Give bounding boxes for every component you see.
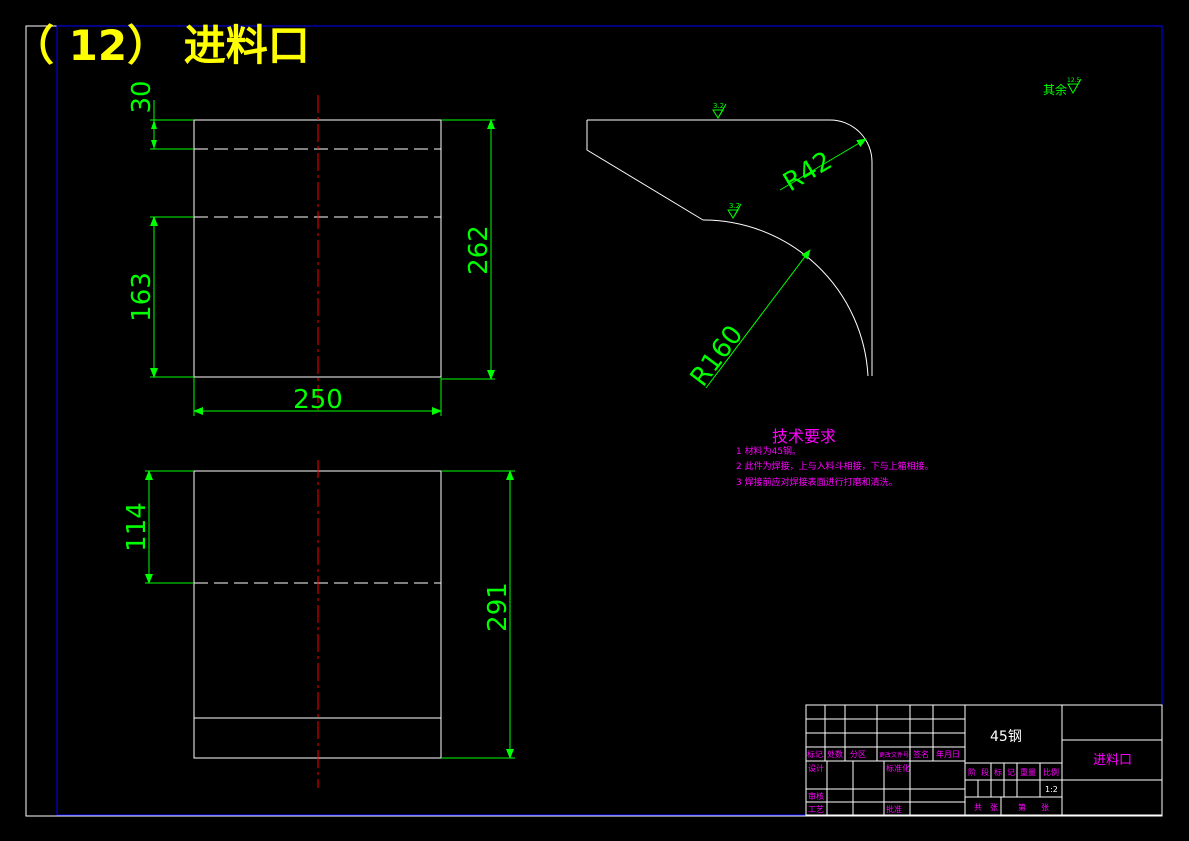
dim-text-114: 114 <box>122 502 152 552</box>
profile-large-arc <box>702 219 869 377</box>
dim-text-163: 163 <box>127 272 157 322</box>
dim-text-30: 30 <box>127 80 157 113</box>
tb-header-1: 处数 <box>827 749 843 759</box>
title-block <box>805 704 1163 816</box>
tb-scale: 1:2 <box>1045 785 1058 794</box>
tb-stage-3: 记 <box>1007 768 1015 777</box>
dim-text-r160: R160 <box>685 320 750 392</box>
title-block-text: 45钢 进料口 1:2 标记 处数 分区 更改文件号 签名 年月日 设计 标准化… <box>807 729 1132 814</box>
tb-sheet: 张 <box>990 803 998 812</box>
bottom-view: 114 291 <box>122 460 515 788</box>
arrow <box>151 140 157 149</box>
tb-design: 设计 <box>808 763 824 773</box>
outer-frame <box>25 25 1163 817</box>
tb-stage-1: 段 <box>981 767 989 777</box>
tb-header-4: 签名 <box>913 749 929 759</box>
dim-text-r42: R42 <box>778 146 837 198</box>
dim-text-291: 291 <box>483 582 513 632</box>
tb-header-2: 分区 <box>850 750 866 759</box>
tb-part-name: 进料口 <box>1093 753 1132 768</box>
tb-stage-4: 重量 <box>1020 767 1036 777</box>
tech-item-1: 1 材料为45钢。 <box>736 445 801 457</box>
tb-process: 工艺 <box>808 805 824 814</box>
tb-page: 第 <box>1018 802 1026 812</box>
tb-material: 45钢 <box>990 729 1022 745</box>
page-heading: （ 12） 进料口 <box>12 21 310 70</box>
tb-approve: 批准 <box>886 804 902 814</box>
radius-line-r160 <box>705 249 811 389</box>
dim-text-250: 250 <box>293 385 343 415</box>
roughness-value: 12.5 <box>1067 77 1081 84</box>
tb-stage-0: 阶 <box>968 767 976 777</box>
profile-outline <box>586 120 704 221</box>
inner-frame <box>56 25 1163 816</box>
top-view: 30 163 262 250 <box>127 80 495 416</box>
tb-stage-5: 比例 <box>1043 767 1059 777</box>
radius-line-r42 <box>779 138 867 191</box>
svg-text:3.2: 3.2 <box>713 102 724 110</box>
tb-standardize: 标准化 <box>886 763 910 773</box>
tb-header-5: 年月日 <box>936 749 960 759</box>
roughness-symbol-top: 3.2 <box>712 102 727 119</box>
roughness-note: 其余 12.5 <box>1043 77 1082 97</box>
tb-stage-2: 标 <box>994 767 1002 777</box>
tb-header-3: 更改文件号 <box>879 751 909 759</box>
profile-view: R42 R160 3.2 3.2 <box>586 102 873 392</box>
tech-requirements: 技术要求 1 材料为45钢。 2 此件为焊接，上与入料斗相接，下与上箱相接。 3… <box>736 427 934 488</box>
tb-review: 审核 <box>808 791 824 801</box>
svg-text:3.2: 3.2 <box>729 202 740 210</box>
tb-total: 共 <box>974 803 982 812</box>
tb-page-suffix: 张 <box>1041 803 1049 812</box>
arrow <box>151 120 157 129</box>
roughness-label: 其余 <box>1043 82 1067 97</box>
tech-title: 技术要求 <box>772 427 836 446</box>
tech-item-2: 2 此件为焊接，上与入料斗相接，下与上箱相接。 <box>736 460 934 472</box>
profile-top-edge <box>587 119 873 376</box>
tb-header-0: 标记 <box>807 749 823 759</box>
tech-item-3: 3 焊接前应对焊接表面进行打磨和清洗。 <box>736 476 898 488</box>
roughness-symbol-arc: 3.2 <box>727 202 742 219</box>
dim-text-262: 262 <box>464 225 494 275</box>
roughness-icon <box>1067 78 1082 95</box>
